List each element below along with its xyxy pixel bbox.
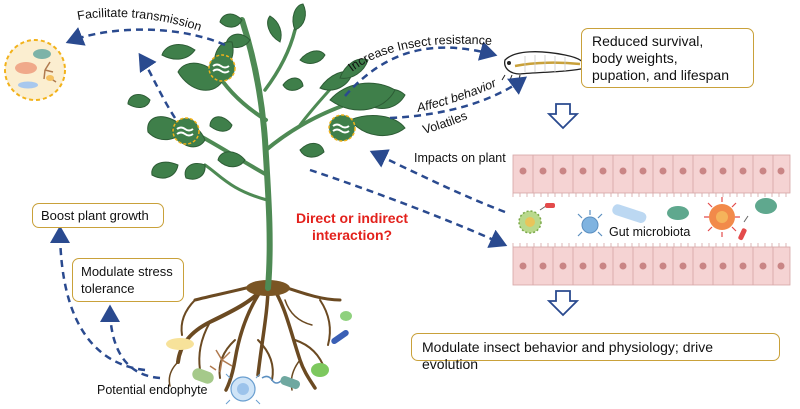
- hollow-down-arrow-icon: [546, 103, 580, 317]
- leaf-endophyte-markers: [172, 54, 356, 145]
- label-potential-endophyte: Potential endophyte: [97, 383, 208, 397]
- box-boost-growth: Boost plant growth: [32, 203, 164, 228]
- gut-bacteria-icon: [518, 197, 777, 241]
- arrow-boost-growth: [50, 225, 146, 372]
- modulate-stress-line-1: Modulate stress: [81, 264, 173, 279]
- endophyte-microbes-icon: [166, 311, 352, 405]
- box-reduced-survival: Reduced survival, body weights, pupation…: [581, 28, 754, 88]
- top-cells: [512, 155, 787, 197]
- direct-interaction-line-2: interaction?: [311, 227, 393, 243]
- label-gut-microbiota: Gut microbiota: [609, 225, 691, 239]
- arrow-direct-interaction: [309, 168, 508, 248]
- reduced-survival-line-1: Reduced survival,: [592, 33, 704, 49]
- label-increase-resistance: Increase Insect resistance: [345, 33, 492, 75]
- leaves: [127, 3, 406, 180]
- arrows: [50, 27, 528, 380]
- reduced-survival-line-2: body weights,: [592, 50, 678, 66]
- arrow-facilitate-transmission: [65, 27, 226, 47]
- larva-icon: [501, 51, 586, 81]
- label-impacts-on-plant: Impacts on plant: [414, 151, 506, 165]
- arrow-leaf-to-microbes: [138, 52, 177, 119]
- modulate-insect-text: Modulate insect behavior and physiology;…: [422, 339, 714, 372]
- bottom-cells: [512, 243, 787, 285]
- transmission-microbes-icon: [4, 39, 66, 101]
- box-modulate-stress: Modulate stress tolerance: [72, 258, 184, 302]
- label-direct-interaction: Direct or indirect interaction?: [292, 210, 412, 244]
- modulate-stress-line-2: tolerance: [81, 281, 135, 296]
- direct-interaction-line-1: Direct or indirect: [295, 210, 409, 226]
- label-volatiles: Volatiles: [421, 109, 469, 137]
- label-affect-behavior: Affect behavior: [415, 76, 499, 116]
- gut-epithelium: [512, 154, 791, 286]
- arrow-increase-resistance: [344, 41, 498, 97]
- arrow-modulate-stress: [100, 304, 161, 380]
- reduced-survival-line-3: pupation, and lifespan: [592, 67, 729, 83]
- stem: [183, 17, 362, 291]
- box-modulate-insect: Modulate insect behavior and physiology;…: [411, 333, 780, 372]
- arrow-impacts-on-plant: [369, 149, 506, 214]
- boost-growth-text: Boost plant growth: [41, 208, 149, 223]
